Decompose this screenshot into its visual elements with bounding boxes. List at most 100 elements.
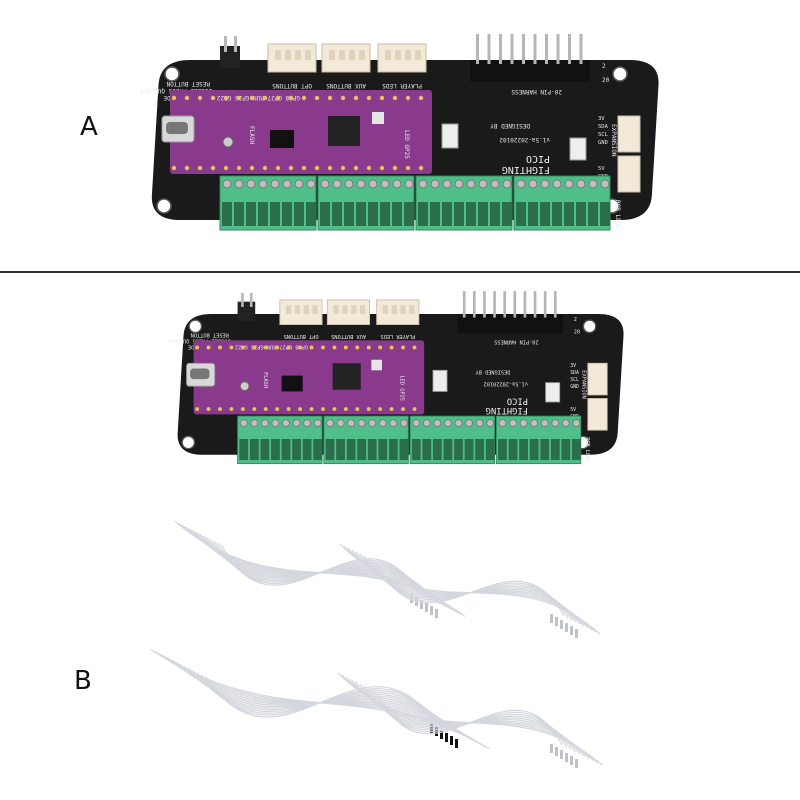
board-a-image: RESET BUTTONDOUBLE PRESS QUICKLYFOR FLAS… bbox=[139, 34, 659, 231]
pin-hole bbox=[389, 345, 394, 350]
wire-terminal bbox=[560, 750, 563, 759]
terminal-opening bbox=[336, 438, 345, 461]
terminal-screw bbox=[551, 419, 560, 428]
connector-slot bbox=[359, 305, 366, 314]
pin-hole bbox=[206, 345, 211, 350]
terminal-screw bbox=[412, 419, 421, 428]
terminal-opening bbox=[552, 202, 562, 226]
mounting-hole bbox=[181, 435, 196, 450]
pin-hole bbox=[195, 407, 200, 411]
wire-terminal bbox=[570, 626, 573, 635]
terminal-screw bbox=[442, 179, 452, 189]
terminal-screw bbox=[282, 179, 292, 189]
pin-hole bbox=[249, 165, 255, 171]
pin-hole bbox=[389, 407, 394, 411]
terminal-screw bbox=[368, 179, 378, 189]
harness-pin bbox=[522, 34, 525, 64]
terminal-opening bbox=[313, 438, 323, 461]
terminal-screw bbox=[239, 419, 248, 428]
pin-hole bbox=[263, 407, 268, 411]
terminal-screw bbox=[292, 419, 301, 428]
pin-hole bbox=[401, 345, 405, 350]
terminal-screw bbox=[502, 179, 512, 189]
brand-text: FIGHTING bbox=[486, 405, 528, 415]
terminal-opening bbox=[404, 202, 414, 226]
terminal-opening bbox=[588, 202, 598, 226]
harness-header bbox=[457, 314, 564, 334]
terminal-screw bbox=[378, 419, 387, 428]
connector-slot bbox=[409, 305, 415, 314]
terminal-screw bbox=[433, 419, 442, 428]
flash-chip bbox=[281, 375, 303, 392]
wire-terminal bbox=[450, 736, 453, 745]
pin-hole bbox=[355, 345, 360, 350]
terminal-screw bbox=[552, 179, 562, 189]
pin-hole bbox=[262, 95, 268, 101]
pin-hole bbox=[229, 407, 234, 411]
flash-label: FLASH bbox=[248, 126, 255, 144]
terminal-screw bbox=[430, 179, 440, 189]
pin-hole bbox=[327, 165, 333, 171]
harness-pin bbox=[553, 291, 557, 318]
connector-slot bbox=[275, 50, 281, 60]
mode-switch bbox=[441, 123, 459, 149]
wire bbox=[220, 544, 420, 594]
pin-hole bbox=[197, 95, 203, 101]
expansion-pin-label: GND bbox=[570, 384, 579, 390]
terminal-opening bbox=[418, 202, 428, 226]
terminal-opening bbox=[485, 438, 495, 461]
expansion-pin-label: GND bbox=[598, 140, 608, 146]
terminal-opening bbox=[550, 438, 560, 461]
mounting-hole bbox=[612, 66, 628, 82]
pin-hole bbox=[418, 165, 424, 171]
terminal-opening bbox=[239, 438, 249, 461]
connector-slot bbox=[342, 305, 348, 314]
pico-led-label: LED GP25 bbox=[398, 376, 404, 401]
terminal-opening bbox=[306, 202, 316, 226]
terminal-opening bbox=[246, 202, 256, 226]
terminal-screw bbox=[332, 179, 342, 189]
harness-pin bbox=[523, 291, 527, 318]
terminal-opening bbox=[464, 438, 474, 461]
terminal-opening bbox=[519, 438, 528, 461]
brand-text: FIGHTING bbox=[502, 164, 550, 175]
terminal-screw bbox=[306, 179, 316, 189]
terminal-opening bbox=[600, 202, 610, 226]
terminal-opening bbox=[399, 438, 409, 461]
terminal-screw bbox=[294, 179, 304, 189]
brand-text: PICO bbox=[507, 395, 528, 405]
terminal-opening bbox=[320, 202, 330, 226]
version-label: v1.5a-20220102 bbox=[484, 381, 528, 387]
pin-hole bbox=[236, 95, 242, 101]
bootsel-button bbox=[239, 381, 250, 391]
pin-hole bbox=[401, 407, 405, 411]
pin-hole bbox=[340, 165, 346, 171]
pin-hole bbox=[301, 165, 307, 171]
terminal-opening bbox=[356, 202, 366, 226]
wire bbox=[178, 522, 462, 616]
terminal-screw bbox=[475, 419, 484, 428]
terminal-screw bbox=[530, 419, 539, 428]
wire-terminal bbox=[555, 617, 558, 626]
terminal-screw bbox=[404, 179, 414, 189]
terminal-opening bbox=[281, 438, 291, 461]
terminal-screw bbox=[422, 419, 431, 428]
wire bbox=[377, 692, 563, 746]
terminal-screw bbox=[271, 419, 280, 428]
connector-slot bbox=[385, 50, 391, 60]
pin-label: 2 bbox=[602, 63, 606, 70]
connector-slot bbox=[349, 50, 355, 60]
harness-pin bbox=[545, 34, 548, 64]
wire-terminal bbox=[575, 759, 578, 768]
variant-b-panel: B RESET BUTTONDOUBLE PRESS QUICKLYFOR FL… bbox=[0, 274, 800, 800]
connector-label: AUX BUTTONS bbox=[331, 333, 366, 339]
pin-hole bbox=[314, 165, 320, 171]
pin-hole bbox=[379, 95, 385, 101]
terminal-opening bbox=[346, 438, 356, 461]
connector-slot bbox=[285, 50, 291, 60]
wire bbox=[375, 561, 565, 617]
terminal-opening bbox=[388, 438, 398, 461]
terminal-screw bbox=[498, 419, 507, 428]
terminal-screw bbox=[418, 179, 428, 189]
terminal-screw bbox=[478, 179, 488, 189]
